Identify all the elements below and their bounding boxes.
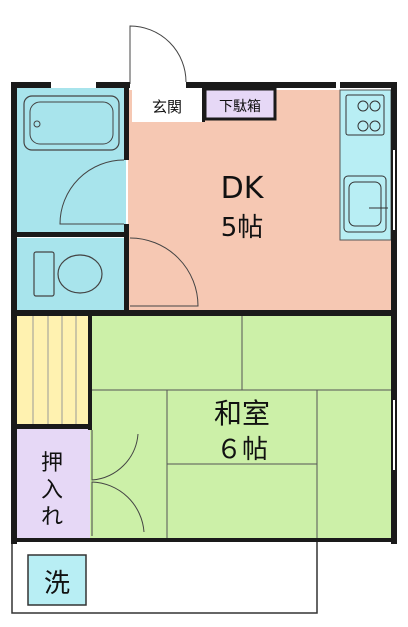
stair-treads [32,316,77,426]
oshiire-label-3: れ [41,505,63,530]
oshiire-floor [17,428,90,538]
kitchen-sink [343,175,388,233]
genkan-label: 玄関 [152,98,182,116]
walls [11,82,397,544]
closet-door-swing-upper [91,430,139,481]
washitsu-size: ６帖 [216,435,268,465]
washer-space [27,554,87,606]
oshiire-label-2: 入 [41,478,63,503]
getabako-label: 下駄箱 [219,99,261,115]
dk-door-swing [129,237,199,307]
bath-door-swing [59,159,125,225]
closet-door-swing-lower [91,481,145,536]
genkan-floor [132,90,204,122]
sentaku-label: 洗 [44,569,70,599]
entrance-door-swing [129,25,187,84]
washitsu-label: 和室 [214,397,270,430]
toilet [33,251,103,297]
washitsu-floor [90,316,391,538]
dk-size: 5帖 [221,213,264,243]
dk-label: DK [221,171,265,206]
oshiire-label-1: 押 [41,451,63,476]
tatami-lines [90,316,391,538]
stairs [17,316,90,426]
gas-stove [345,94,385,136]
bathtub [23,95,120,151]
getabako-box [203,87,277,121]
